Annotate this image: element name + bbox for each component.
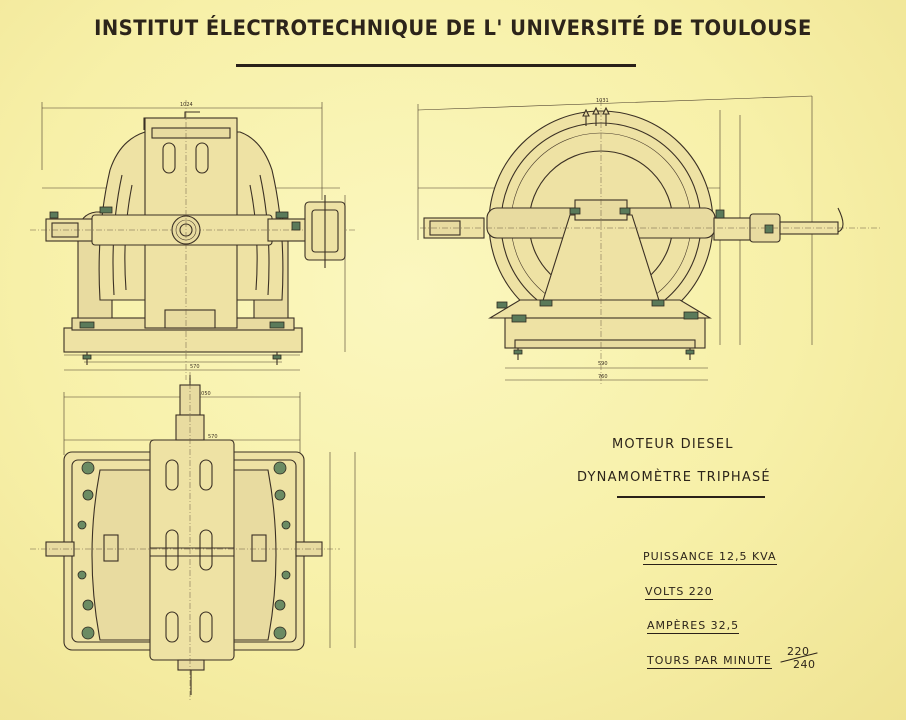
plan-view: 1050 570 [30, 372, 356, 700]
dim-plan-overall: 1050 [198, 391, 211, 397]
spec-volts: VOLTS 220 [645, 585, 713, 600]
institute-title: INSTITUT ÉLECTROTECHNIQUE DE L' UNIVERSI… [94, 16, 812, 40]
spec-tours-denominator: 240 [793, 658, 816, 671]
spec-tours: TOURS PAR MINUTE [647, 654, 772, 669]
spec-puissance: PUISSANCE 12,5 KVA [643, 550, 777, 565]
dim-plan-inner: 570 [208, 434, 218, 440]
label-dynamometre-triphase: DYNAMOMÈTRE TRIPHASÉ [577, 470, 771, 485]
front-elevation-view: 1024 570 [30, 100, 355, 380]
dim-base-right-inner: 590 [598, 361, 608, 367]
dim-left-inner: 570 [190, 364, 200, 370]
spec-amperes: AMPÈRES 32,5 [647, 619, 740, 634]
label-moteur-diesel: MOTEUR DIESEL [612, 437, 734, 452]
dim-top-left-width: 1024 [180, 102, 193, 108]
side-elevation-view: 1031 590 760 [417, 95, 880, 385]
dim-base-right: 760 [598, 374, 608, 380]
label-underline [617, 496, 765, 498]
dim-top-right-width: 1031 [596, 98, 609, 104]
title-underline [236, 64, 636, 67]
